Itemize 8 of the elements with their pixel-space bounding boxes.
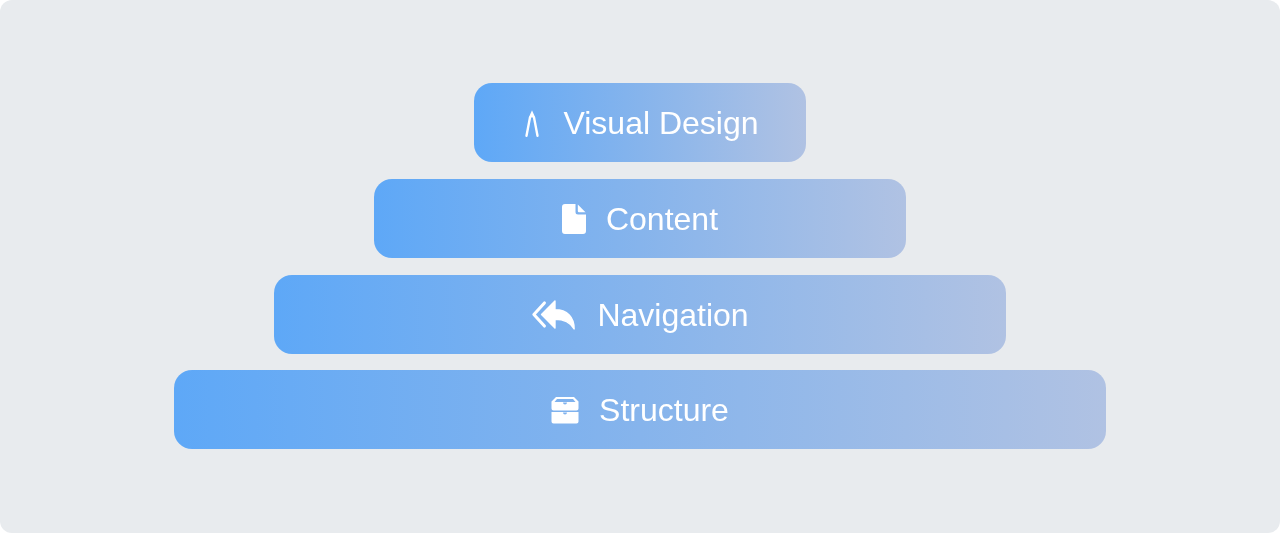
layer-bar <box>474 83 806 162</box>
layer-bar <box>374 179 906 258</box>
layer-label: Structure <box>599 390 729 429</box>
layer-bar <box>274 275 1006 354</box>
layer-bar <box>174 370 1106 449</box>
layer-label: Content <box>605 199 719 238</box>
layer-label: Visual Design <box>563 103 759 142</box>
layer-label: Navigation <box>597 295 749 334</box>
